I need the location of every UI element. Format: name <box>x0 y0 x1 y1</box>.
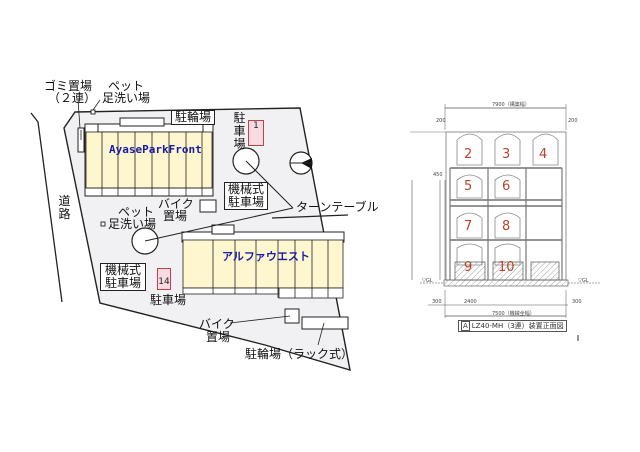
mechanical-parking-left-line1: 機械式 <box>104 263 141 277</box>
bicycle-parking-top: 駐輪場 <box>171 110 215 125</box>
road-label: 道路 <box>58 194 71 221</box>
mechanical-parking-right: 機械式 駐車場 <box>224 182 268 210</box>
slot-number-10: 10 <box>498 260 515 275</box>
building-alphawest-label: アルファウエスト <box>222 250 310 263</box>
parking-slot-1: 1 <box>248 120 264 146</box>
turntable-label: ターンテーブル <box>296 200 379 214</box>
bike-parking-bottom-label-2: 置場 <box>206 330 231 344</box>
slot-number-6: 6 <box>502 179 511 194</box>
mechanical-parking-left-line2: 駐車場 <box>104 276 141 290</box>
mechanical-parking-left: 機械式 駐車場 <box>100 263 146 291</box>
dim-height-mark: 450 <box>433 172 443 178</box>
parking-slot-1-number: 1 <box>253 121 259 131</box>
pet-wash-mid-label-1: ペット <box>118 205 155 219</box>
parking-vertical-label: 駐車場 <box>233 111 246 151</box>
dim-bottom-slot: 2400 <box>464 299 477 305</box>
bike-parking-bottom-label-1: バイク <box>199 317 235 331</box>
garbage-label: ゴミ置場 <box>44 79 93 93</box>
parking-slot-14-number: 14 <box>158 277 170 287</box>
dim-bottom-total: 7500（機械全幅） <box>492 311 535 317</box>
pet-wash-mid-label-2: 足洗い場 <box>108 217 157 231</box>
caption-letter: A <box>461 321 470 331</box>
slot-number-9: 9 <box>464 260 473 275</box>
parking-bottom-label: 駐車場 <box>150 293 187 307</box>
site-plan-lines <box>30 99 351 371</box>
bike-parking-mid-label-2: 置場 <box>163 209 188 223</box>
slot-number-4: 4 <box>539 147 548 162</box>
dim-top-width: 7900（構築幅） <box>492 102 530 108</box>
site-plan: ゴミ置場 （２連） ペット 足洗い場 駐輪場 AyaseParkFront 駐車… <box>30 79 379 371</box>
section-lines <box>410 104 600 341</box>
slot-number-3: 3 <box>502 147 511 162</box>
gl-right: ▽GL <box>578 278 589 284</box>
mechanical-parking-right-line2: 駐車場 <box>227 195 264 209</box>
garbage-sub-label: （２連） <box>48 91 97 105</box>
slot-number-7: 7 <box>464 219 473 234</box>
slot-number-2: 2 <box>464 147 473 162</box>
dim-bottom-left: 300 <box>432 299 442 305</box>
pet-wash-top-label-2: 足洗い場 <box>102 91 151 105</box>
building-ayaseparkfront-label: AyaseParkFront <box>109 143 202 156</box>
gl-left: ▽GL <box>422 278 433 284</box>
slot-number-5: 5 <box>464 179 473 194</box>
dim-left-margin: 200 <box>436 118 446 124</box>
parking-section-diagram: 7900（構築幅） 200 200 450 2 3 4 5 6 7 8 9 10… <box>400 0 640 452</box>
slot-number-8: 8 <box>502 219 511 234</box>
mechanical-parking-right-line1: 機械式 <box>227 182 264 196</box>
bicycle-rack-label: 駐輪場（ラック式） <box>245 347 354 361</box>
bike-parking-mid-label-1: バイク <box>158 197 194 211</box>
dim-bottom-right: 300 <box>572 299 582 305</box>
parking-slot-14: 14 <box>157 268 171 290</box>
caption-text: LZ40-MH（3連）装置正面図 <box>471 322 564 330</box>
pet-wash-top-label-1: ペット <box>108 79 145 93</box>
dim-right-margin: 200 <box>568 118 578 124</box>
